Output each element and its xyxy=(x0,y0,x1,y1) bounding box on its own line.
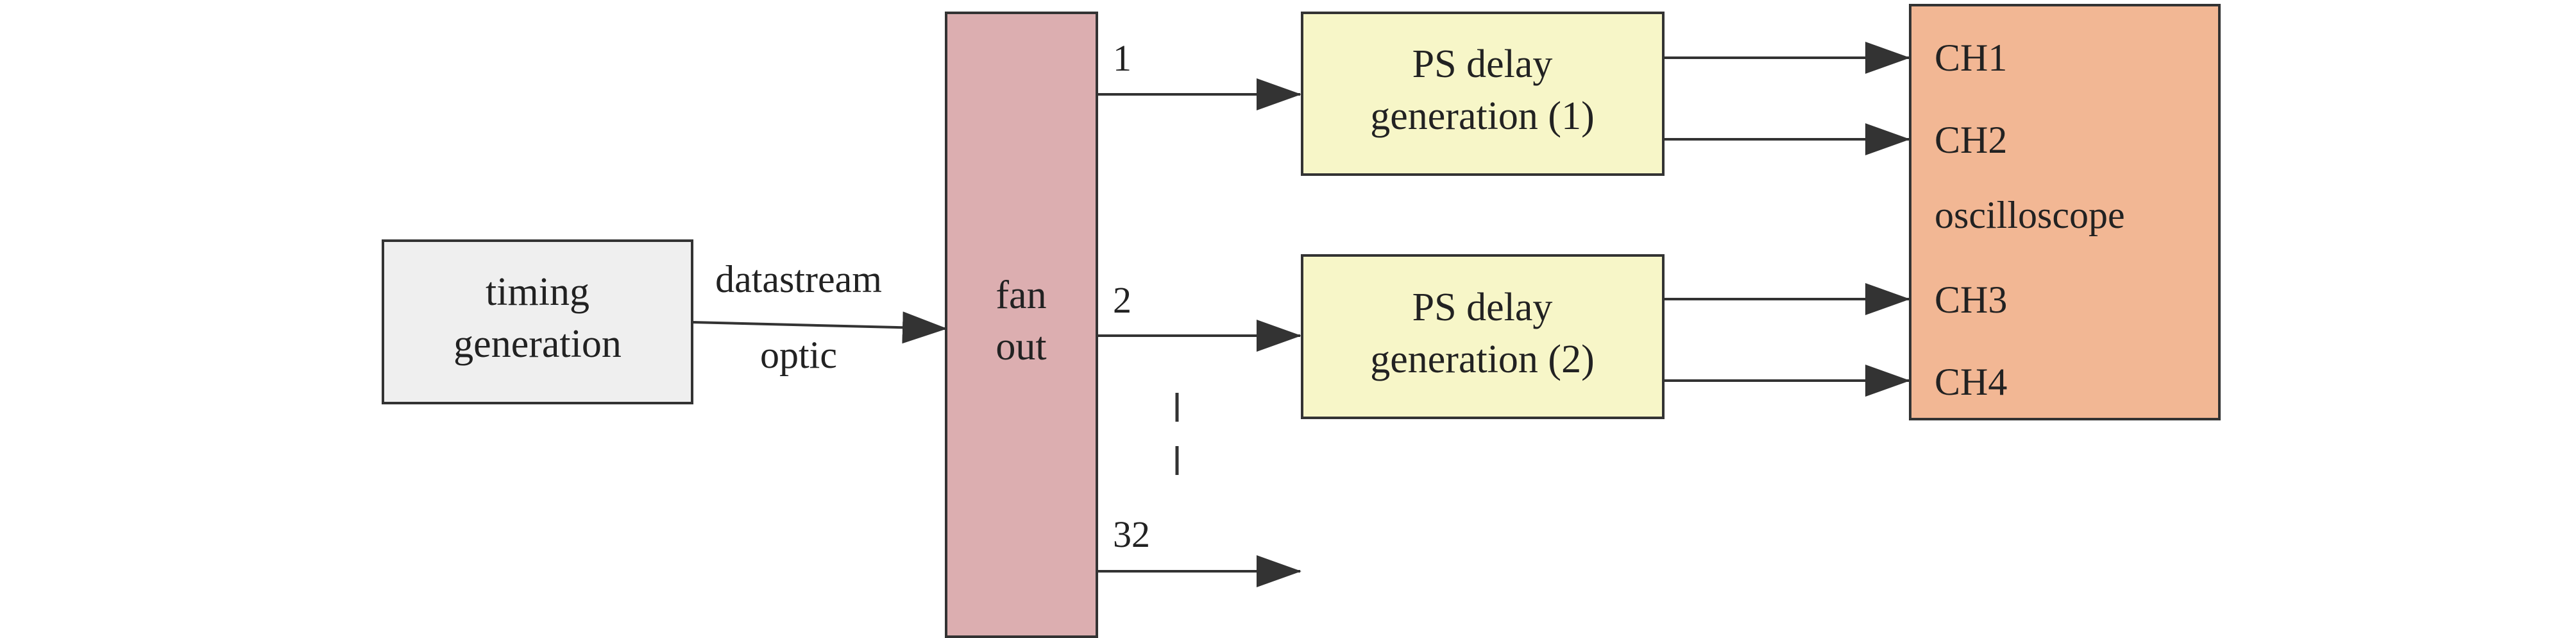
output-1-label: 1 xyxy=(1113,37,1131,79)
fan-out-line2: out xyxy=(996,325,1046,368)
fan-out-line1: fan xyxy=(996,273,1046,317)
timing-to-fanout-arrow xyxy=(691,311,947,344)
oscilloscope-block: CH1 CH2 oscilloscope CH3 CH4 xyxy=(1909,4,2221,420)
ps-delay-generation-2-line1: PS delay xyxy=(1412,286,1553,329)
timing-generation-box xyxy=(382,239,693,404)
ps-delay-generation-1-block: PS delay generation (1) xyxy=(1301,12,1665,176)
output-2-label: 2 xyxy=(1113,279,1131,321)
oscilloscope-box xyxy=(1909,4,2221,420)
timing-generation-line1: timing xyxy=(486,270,589,314)
ps-delay-generation-1-box xyxy=(1301,12,1665,176)
optic-label: optic xyxy=(760,334,837,376)
ps-delay-generation-1-line1: PS delay xyxy=(1412,42,1553,86)
ps-delay-generation-1-line2: generation (1) xyxy=(1370,94,1594,138)
ch1-label: CH1 xyxy=(1935,37,2007,79)
fan-out-block: fan out xyxy=(945,12,1098,638)
ch3-label: CH3 xyxy=(1935,279,2007,321)
datastream-label: datastream xyxy=(715,258,882,300)
timing-generation-line2: generation xyxy=(453,322,622,366)
oscilloscope-label: oscilloscope xyxy=(1935,194,2125,236)
output-32-label: 32 xyxy=(1113,513,1150,555)
ch4-label: CH4 xyxy=(1935,361,2007,403)
ch2-label: CH2 xyxy=(1935,119,2007,161)
ps-delay-generation-2-block: PS delay generation (2) xyxy=(1301,254,1665,419)
ps-delay-generation-2-line2: generation (2) xyxy=(1370,338,1594,381)
fan-out-box xyxy=(945,12,1098,638)
ps-delay-generation-2-box xyxy=(1301,254,1665,419)
timing-generation-block: timing generation xyxy=(382,239,693,404)
